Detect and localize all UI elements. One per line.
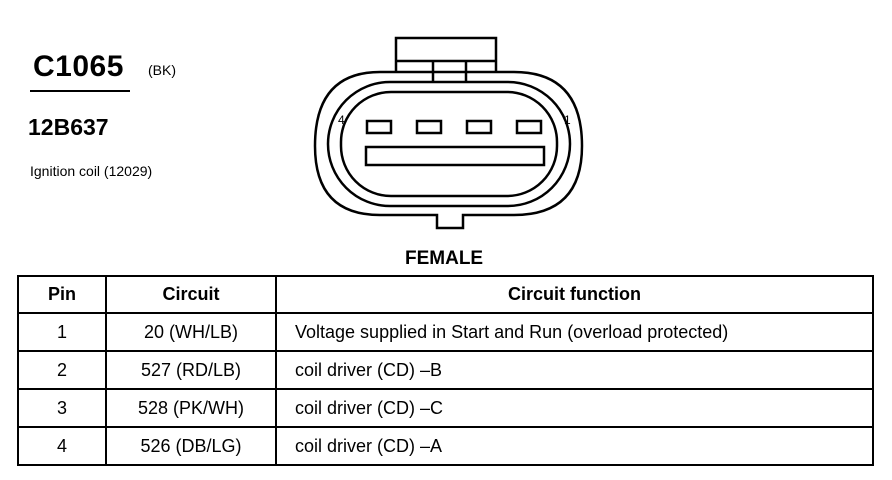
pin-terminal-1 xyxy=(515,119,543,135)
pin-cavity xyxy=(339,90,559,198)
connector-gender: FEMALE xyxy=(405,248,484,269)
latch-tab xyxy=(394,36,498,71)
table-row: 4 526 (DB/LG) coil driver (CD) –A xyxy=(17,426,874,466)
pin-cell: 2 xyxy=(17,350,107,390)
pin-label-right: 1 xyxy=(564,113,571,127)
header-pin: Pin xyxy=(17,275,107,314)
table-header-row: Pin Circuit Circuit function xyxy=(17,275,874,314)
table-row: 3 528 (PK/WH) coil driver (CD) –C xyxy=(17,388,874,428)
pin-label-left: 4 xyxy=(338,113,345,127)
function-cell: coil driver (CD) –C xyxy=(275,388,874,428)
pin-cell: 3 xyxy=(17,388,107,428)
keying-bar xyxy=(364,145,546,167)
circuit-cell: 528 (PK/WH) xyxy=(105,388,277,428)
table-row: 2 527 (RD/LB) coil driver (CD) –B xyxy=(17,350,874,390)
pin-table: Pin Circuit Circuit function 1 20 (WH/LB… xyxy=(17,275,874,466)
circuit-cell: 527 (RD/LB) xyxy=(105,350,277,390)
pin-cell: 1 xyxy=(17,312,107,352)
function-cell: coil driver (CD) –B xyxy=(275,350,874,390)
circuit-cell: 20 (WH/LB) xyxy=(105,312,277,352)
pin-cell: 4 xyxy=(17,426,107,466)
component-name: Ignition coil (12029) xyxy=(30,163,153,179)
pin-terminal-3 xyxy=(415,119,443,135)
circuit-cell: 526 (DB/LG) xyxy=(105,426,277,466)
outer-shell xyxy=(313,70,584,230)
header-circuit: Circuit xyxy=(105,275,277,314)
title-underline xyxy=(30,90,130,92)
inner-shell xyxy=(326,80,572,208)
table-row: 1 20 (WH/LB) Voltage supplied in Start a… xyxy=(17,312,874,352)
connector-diagram: 4 1 xyxy=(313,36,584,230)
header-function: Circuit function xyxy=(275,275,874,314)
pin-terminal-4 xyxy=(365,119,393,135)
connector-color: (BK) xyxy=(148,62,176,78)
part-number: 12B637 xyxy=(28,114,109,140)
connector-id: C1065 xyxy=(33,50,124,83)
function-cell: Voltage supplied in Start and Run (overl… xyxy=(275,312,874,352)
pin-terminal-2 xyxy=(465,119,493,135)
function-cell: coil driver (CD) –A xyxy=(275,426,874,466)
